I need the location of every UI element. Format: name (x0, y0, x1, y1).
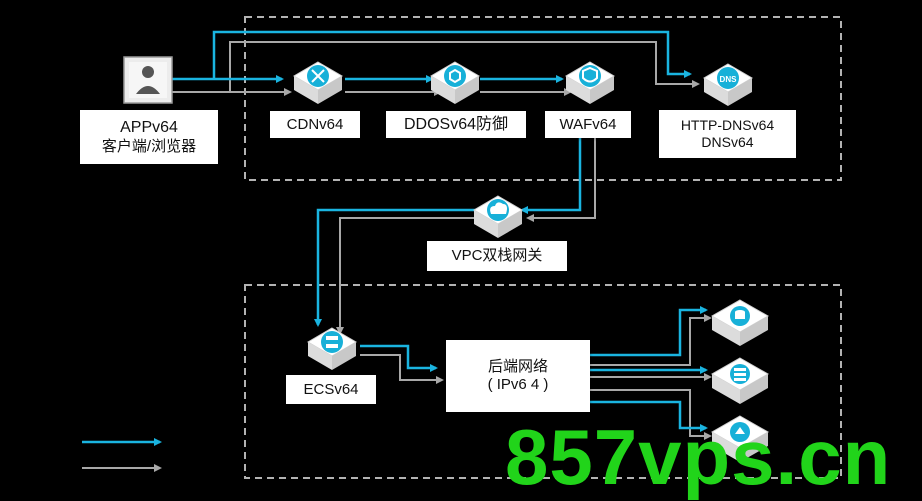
storage-icon (710, 357, 770, 404)
ipv4-links (172, 41, 712, 440)
client-subtitle: 客户端/浏览器 (101, 137, 197, 155)
server-icon (307, 327, 357, 370)
backend-label-line1: 后端网络 (487, 358, 548, 375)
cache-icon (710, 415, 770, 462)
edge-services-group (244, 16, 842, 181)
dns-label: HTTP-DNSv64 DNSv64 (659, 110, 796, 158)
vpc-label: VPC双栈网关 (427, 241, 567, 271)
client-name: APPv64 (120, 119, 178, 137)
dns-icon: DNS (703, 63, 753, 106)
waf-icon (565, 61, 615, 104)
dns-label-line1: HTTP-DNSv64 (680, 117, 775, 134)
backend-network-box: 后端网络 ( IPv6 4 ) (446, 340, 590, 412)
waf-label: WAFv64 (545, 111, 631, 138)
ipv6-links (172, 30, 708, 432)
cdn-label: CDNv64 (270, 111, 360, 138)
dns-label-line2: DNSv64 (701, 134, 754, 150)
backend-group (244, 284, 842, 479)
svg-text:DNS: DNS (720, 75, 738, 84)
database-icon (710, 299, 770, 346)
ecs-label: ECSv64 (286, 375, 376, 404)
client-label: APPv64 客户端/浏览器 (80, 110, 218, 164)
backend-label-line2: ( IPv6 4 ) (487, 376, 549, 393)
legend (82, 438, 162, 472)
cloud-icon (473, 195, 523, 238)
ddos-icon (430, 61, 480, 104)
cdn-icon (293, 61, 343, 104)
site-watermark: 857vps.cn (505, 413, 892, 501)
ddos-label: DDOSv64防御 (386, 111, 526, 138)
user-icon (123, 56, 173, 104)
